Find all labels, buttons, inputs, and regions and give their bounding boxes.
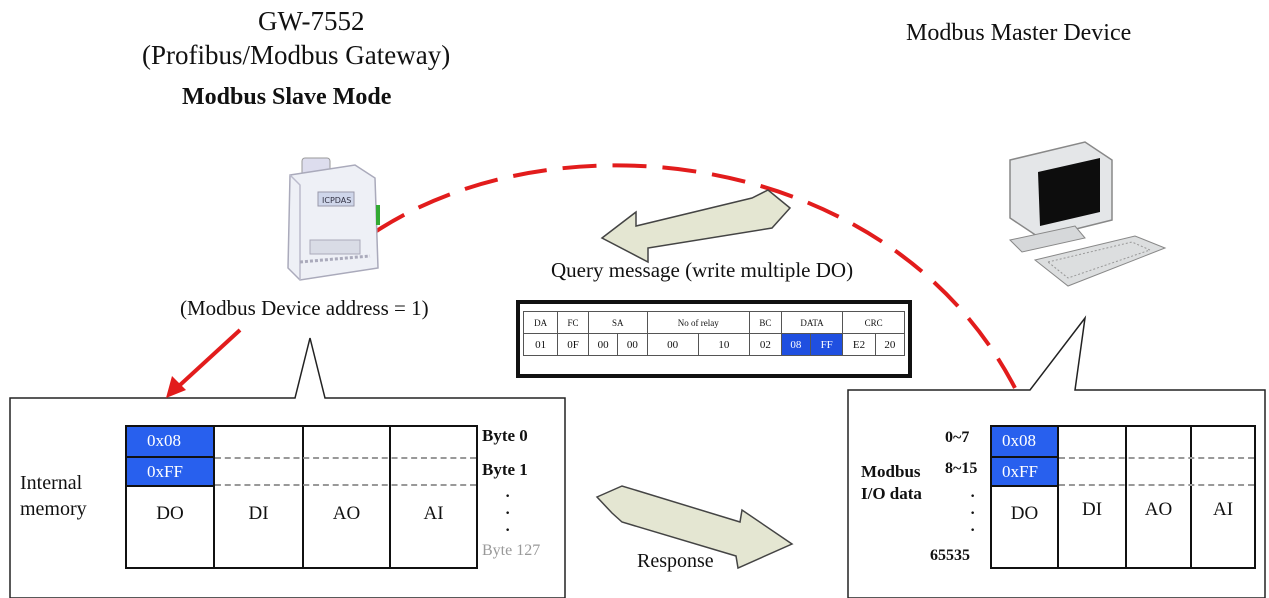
bits-0-7-label: 0~7 — [945, 429, 970, 446]
byte-0-label: Byte 0 — [482, 426, 528, 445]
master-col-di: DI — [1081, 499, 1103, 520]
master-do-byte0: 0x08 — [992, 427, 1057, 456]
query-message-frame: DA FC SA No of relay BC DATA CRC 01 0F 0… — [516, 300, 912, 378]
bit-65535-label: 65535 — [930, 547, 970, 564]
master-col-ao: AO — [1144, 499, 1173, 520]
value-da: 01 — [522, 333, 559, 356]
header-bc: BC — [748, 311, 782, 334]
header-crc: CRC — [842, 311, 905, 334]
byte-127-label: Byte 127 — [482, 542, 541, 559]
internal-memory-label: Internal memory — [20, 472, 87, 520]
header-data: DATA — [780, 311, 844, 334]
bits-8-15-label: 8~15 — [945, 460, 978, 477]
gateway-model: GW-7552 — [258, 6, 365, 36]
mode-label: Modbus Slave Mode — [182, 84, 392, 110]
header-no-of-relay: No of relay — [646, 311, 750, 334]
value-crc-hi: 20 — [874, 333, 906, 356]
slave-col-do: DO — [156, 503, 184, 524]
master-title: Modbus Master Device — [906, 20, 1132, 46]
slave-do-byte0: 0x08 — [127, 427, 213, 456]
bit-ellipsis: ··· — [970, 488, 976, 539]
header-fc: FC — [557, 311, 589, 334]
gateway-subtitle: (Profibus/Modbus Gateway) — [142, 40, 451, 70]
dashed-communication-arc — [373, 163, 1022, 399]
value-bc: 02 — [748, 333, 782, 356]
value-sa-lo: 00 — [617, 333, 648, 356]
svg-text:ICPDAS: ICPDAS — [322, 196, 351, 205]
value-fc: 0F — [557, 333, 589, 356]
response-arrow — [595, 485, 794, 570]
slave-col-di: DI — [248, 503, 269, 524]
slave-callout — [9, 337, 566, 598]
memory-pointer-line — [178, 328, 242, 387]
value-data-1: FF — [810, 333, 844, 356]
memory-pointer-arrowhead — [166, 376, 186, 398]
slave-do-byte1: 0xFF — [127, 458, 213, 485]
response-label: Response — [637, 550, 714, 572]
master-col-do: DO — [1010, 503, 1039, 524]
master-col-ai: AI — [1212, 499, 1234, 520]
slave-col-ao: AO — [332, 503, 361, 524]
modbus-io-data-label: Modbus I/O data — [861, 462, 922, 503]
value-crc-lo: E2 — [842, 333, 876, 356]
byte-ellipsis: ··· — [505, 488, 511, 539]
slave-col-ai: AI — [423, 503, 444, 524]
query-arrow — [600, 189, 792, 264]
device-address-note: (Modbus Device address = 1) — [180, 296, 429, 320]
master-memory-grid: 0x08 0xFF DO DI AO AI — [990, 425, 1256, 569]
query-message-label: Query message (write multiple DO) — [551, 258, 854, 282]
master-do-byte1: 0xFF — [992, 458, 1057, 485]
query-message-table: DA FC SA No of relay BC DATA CRC 01 0F 0… — [522, 311, 906, 356]
value-sa-hi: 00 — [587, 333, 619, 356]
byte-1-label: Byte 1 — [482, 460, 528, 479]
value-relay-lo: 10 — [697, 333, 750, 356]
gateway-device-image: ICPDAS — [287, 157, 380, 281]
value-data-0: 08 — [780, 333, 812, 356]
header-da: DA — [522, 311, 559, 334]
pc-master-device-image — [1008, 141, 1167, 287]
slave-memory-grid: 0x08 0xFF DO DI AO AI — [125, 425, 478, 569]
value-relay-hi: 00 — [646, 333, 699, 356]
header-sa: SA — [587, 311, 648, 334]
